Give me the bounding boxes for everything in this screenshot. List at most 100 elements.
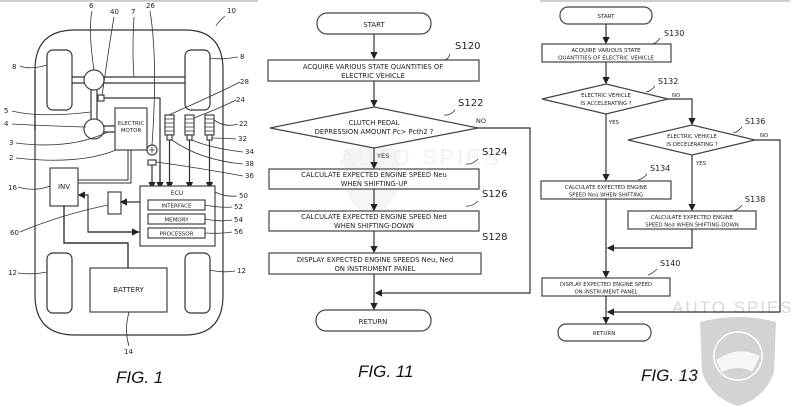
leader-lines: [11, 10, 244, 347]
s124-line1: CALCULATE EXPECTED ENGINE SPEED Neu: [301, 171, 447, 179]
ref-56: 56: [234, 228, 243, 236]
s136-line1: ELECTRIC VEHICLE: [667, 134, 717, 140]
watermark-text: AUTO SPIES: [672, 298, 794, 317]
s124-id: S124: [482, 147, 507, 158]
s128-line1: DISPLAY EXPECTED ENGINE SPEEDS Neu, Ned: [297, 256, 453, 264]
ref-24: 24: [236, 96, 245, 104]
s132-line1: ELECTRIC VEHICLE: [581, 93, 631, 99]
ref-14: 14: [124, 348, 133, 356]
ref-52: 52: [234, 203, 243, 211]
ref-50: 50: [239, 192, 248, 200]
s130-id: S130: [664, 29, 684, 38]
s136-yes: YES: [695, 161, 707, 167]
s134-line1: CALCULATE EXPECTED ENGINE: [565, 185, 648, 191]
s138-line2: SPEED Ned WHEN SHIFTING-DOWN: [645, 223, 739, 229]
fig11-return: [315, 309, 432, 332]
ref-8-right: 8: [240, 53, 244, 61]
s122-line2: DEPRESSION AMOUNT Pc> Pcth2 ?: [315, 128, 434, 136]
s126-line2: WHEN SHIFTING-DOWN: [334, 222, 414, 230]
s122-no: NO: [476, 117, 486, 125]
gearbox: [83, 118, 105, 140]
ref-40: 40: [110, 8, 119, 16]
electric-motor: [114, 107, 148, 151]
ref-12-right: 12: [237, 267, 246, 275]
fig13-return: [557, 323, 652, 342]
s136-id: S136: [745, 117, 765, 126]
s132-id: S132: [658, 77, 678, 86]
s136-line2: IS DECELERATING ?: [666, 142, 718, 148]
fig13-decision-s136: [627, 124, 756, 156]
ref-22: 22: [239, 120, 248, 128]
s134-line2: SPEED Neu WHEN SHIFTING: [569, 193, 643, 199]
s130-line2: QUANTITIES OF ELECTRIC VEHICLE: [558, 56, 654, 62]
fig13-start-label: START: [598, 14, 616, 20]
fig11-start-label: START: [363, 21, 385, 29]
ref-4: 4: [4, 120, 9, 128]
s128-line2: ON INSTRUMENT PANEL: [335, 265, 416, 273]
differential: [83, 69, 105, 91]
s128-id: S128: [482, 232, 507, 243]
s122-id: S122: [458, 98, 483, 109]
ref-60: 60: [10, 229, 19, 237]
inverter-box: [49, 167, 79, 207]
battery-label: BATTERY: [113, 286, 144, 294]
ref-10b: 10: [227, 7, 236, 15]
ref-36: 36: [245, 172, 254, 180]
ref-28: 28: [240, 78, 249, 86]
s130-line1: ACQUIRE VARIOUS STATE: [571, 48, 641, 54]
s132-yes: YES: [608, 120, 620, 126]
front-right-wheel: [184, 49, 211, 111]
ref-5: 5: [4, 107, 8, 115]
s134-id: S134: [650, 164, 670, 173]
fig-13-caption: FIG. 13: [641, 366, 698, 385]
s126-line1: CALCULATE EXPECTED ENGINE SPEED Ned: [301, 213, 447, 221]
s124-line2: WHEN SHIFTING-UP: [341, 180, 408, 188]
fig13-decision-s132: [541, 83, 669, 115]
electric-motor-label: ELECTRIC: [118, 121, 145, 127]
memory-label: MEMORY: [164, 218, 189, 224]
s136-no: NO: [760, 133, 768, 139]
ecu-label: ECU: [171, 190, 183, 197]
top-bar-left: [0, 0, 258, 2]
s126-id: S126: [482, 189, 507, 200]
pedal-sensors: [164, 114, 215, 190]
s122-line1: CLUTCH PEDAL: [349, 119, 400, 127]
s132-line2: IS ACCELERATING ?: [580, 101, 631, 107]
ref-16: 16: [8, 184, 17, 192]
ref-2: 2: [9, 154, 13, 162]
fig-1-caption: FIG. 1: [116, 368, 163, 387]
ref-34: 34: [245, 148, 254, 156]
ref-3: 3: [9, 139, 13, 147]
s120-line2: ELECTRIC VEHICLE: [341, 72, 405, 80]
rear-left-wheel: [46, 252, 73, 314]
s140-id: S140: [660, 259, 680, 268]
ref-32: 32: [238, 135, 247, 143]
display-unit: [107, 191, 122, 215]
fig11-return-label: RETURN: [359, 318, 388, 326]
fig11-step-s128: [268, 252, 482, 275]
ref-38: 38: [245, 160, 254, 168]
ref-7: 7: [131, 8, 135, 16]
front-left-wheel: [46, 49, 73, 111]
s132-no: NO: [672, 93, 680, 99]
fig-1-vehicle-diagram: ELECTRIC MOTOR ECU INTERFACE: [4, 2, 254, 387]
fig-11-flowchart: START ACQUIRE VARIOUS STATE QUANTITIES O…: [267, 12, 531, 381]
ref-54: 54: [234, 216, 243, 224]
inverter-label: INV: [58, 183, 70, 191]
fig-11-caption: FIG. 11: [358, 362, 413, 381]
reference-numerals: 6 40 7 26 10 8 8 28 24 5 4 3 2 22 32 34 …: [4, 2, 254, 356]
watermark-globe-icon: [713, 331, 763, 381]
s138-id: S138: [745, 195, 765, 204]
s140-line2: ON INSTRUMENT PANEL: [574, 290, 637, 296]
ref-8-left: 8: [12, 63, 16, 71]
electric-motor-label-2: MOTOR: [121, 128, 142, 134]
ref-6: 6: [89, 2, 94, 10]
s120-line1: ACQUIRE VARIOUS STATE QUANTITIES OF: [303, 63, 443, 71]
fig-13-flowchart: START ACQUIRE VARIOUS STATE QUANTITIES O…: [540, 6, 781, 385]
top-bar-right: [540, 0, 790, 2]
ref-26: 26: [146, 2, 155, 10]
s122-yes: YES: [376, 152, 389, 160]
s140-line1: DISPLAY EXPECTED ENGINE SPEED: [560, 282, 652, 288]
interface-label: INTERFACE: [161, 204, 192, 210]
